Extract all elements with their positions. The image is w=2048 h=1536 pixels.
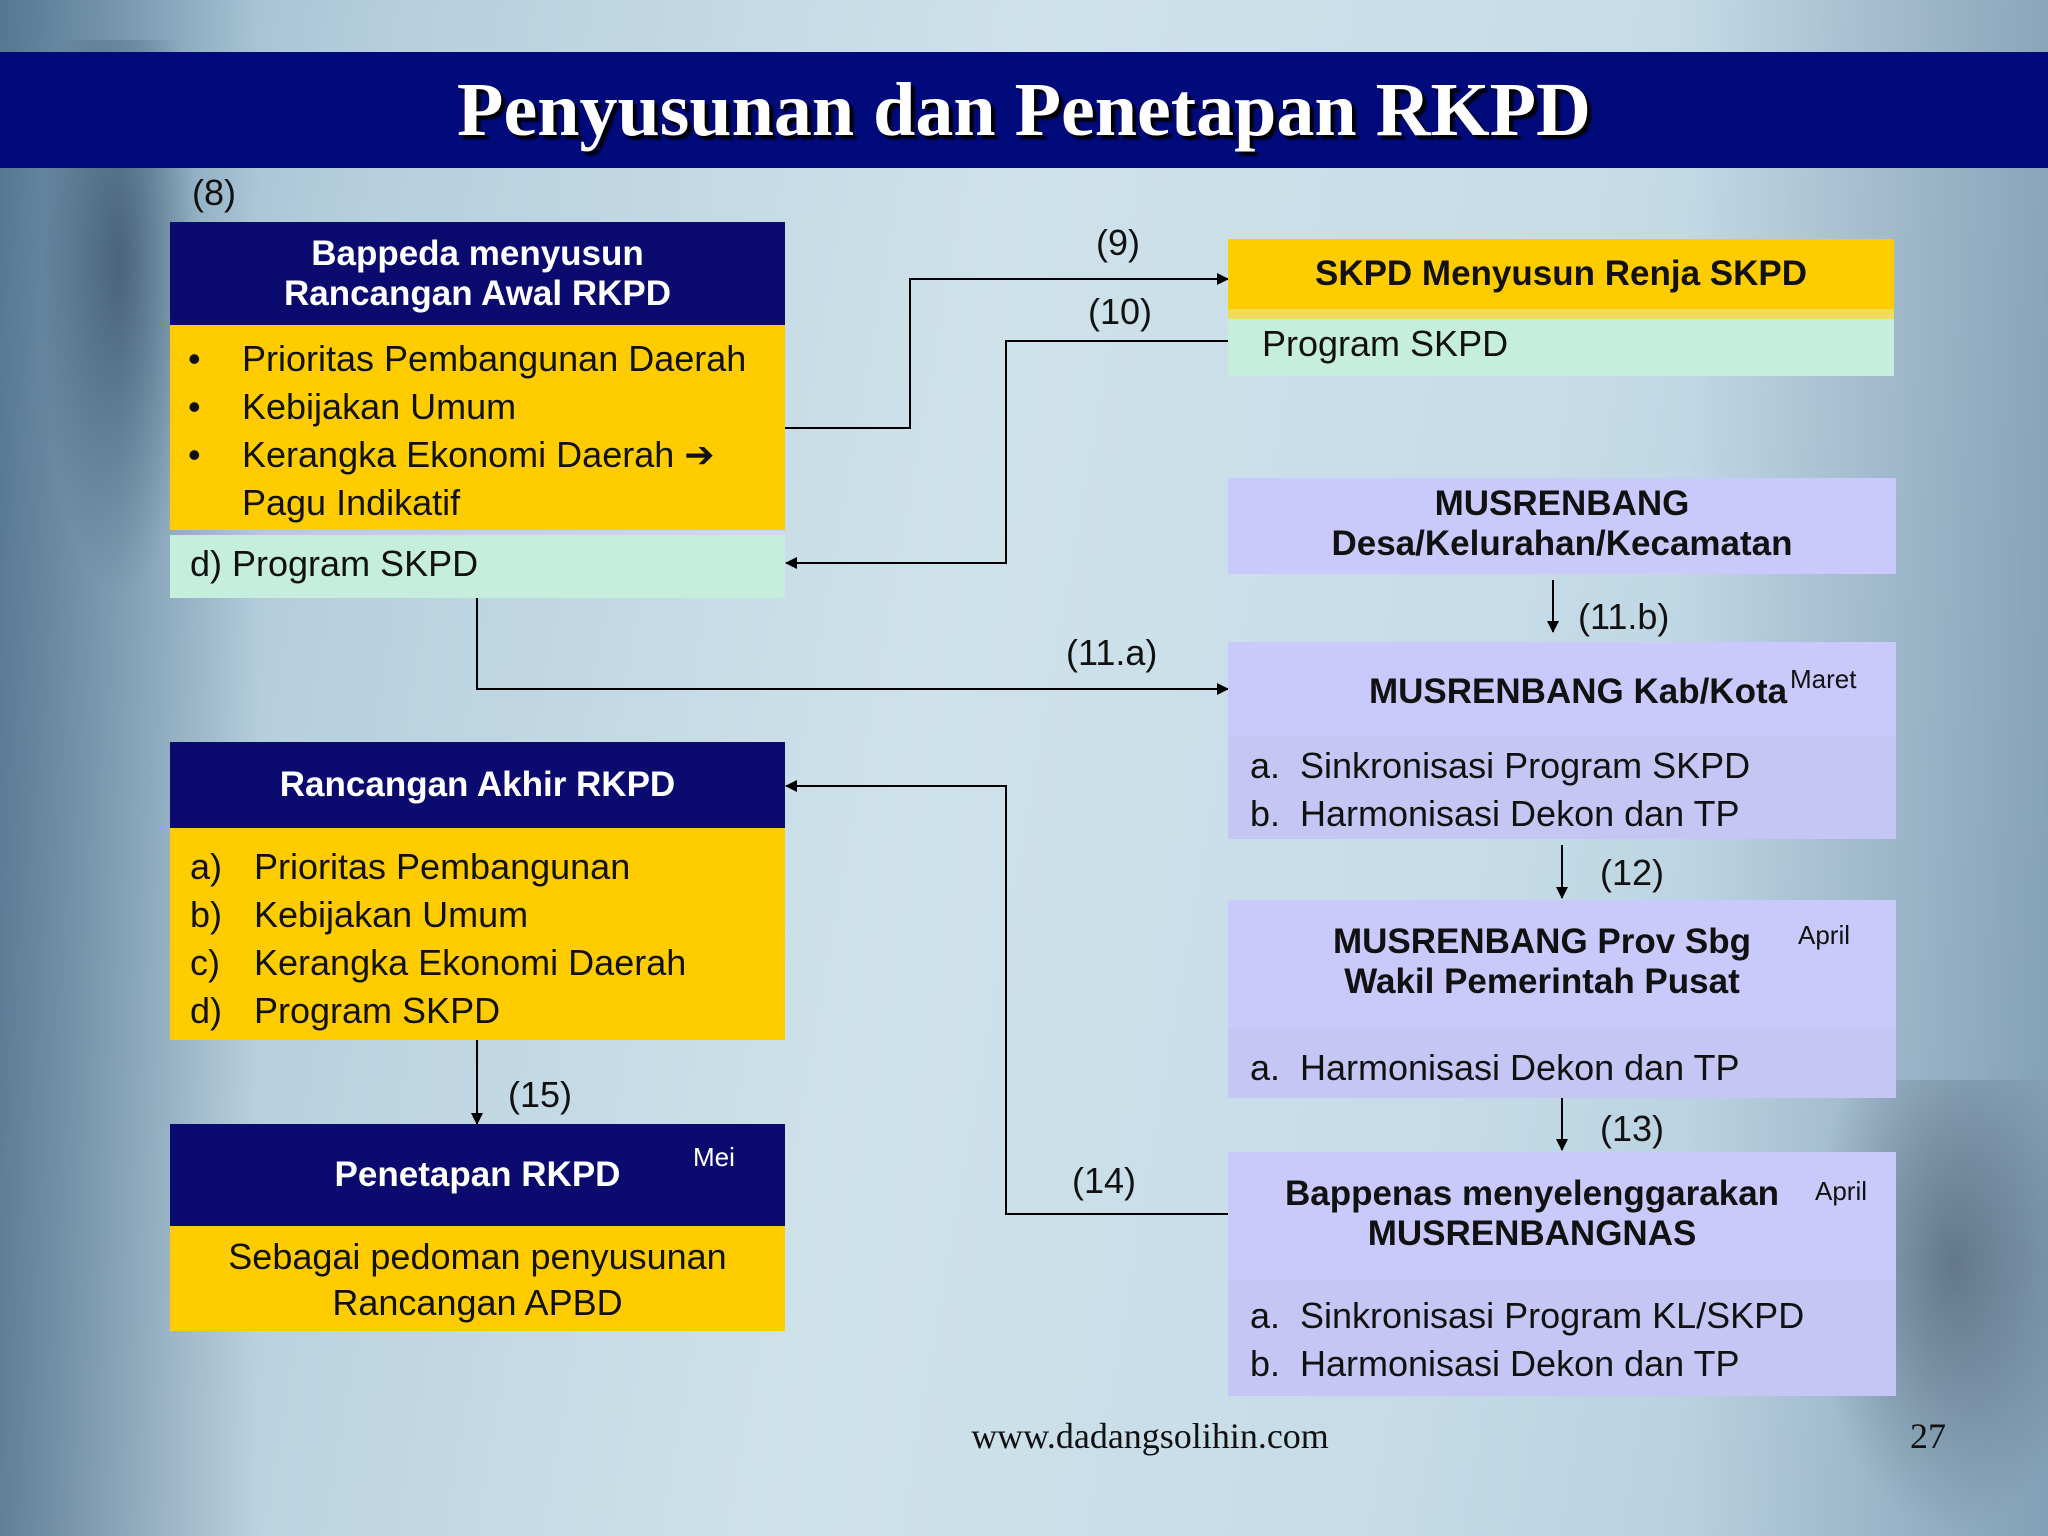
- step-label-15: (15): [508, 1074, 573, 1115]
- musrenbang-kab-content: a.Sinkronisasi Program SKPD b.Harmonisas…: [1228, 736, 1896, 839]
- penetapan-content: Sebagai pedoman penyusunan Rancangan APB…: [170, 1226, 785, 1331]
- bappenas-list: a.Sinkronisasi Program KL/SKPD b.Harmoni…: [1250, 1292, 1896, 1388]
- list-item: c)Kerangka Ekonomi Daerah: [190, 942, 687, 983]
- step-label-10: (10): [1088, 291, 1153, 332]
- skpd-header: SKPD Menyusun Renja SKPD: [1228, 239, 1894, 309]
- bappeda-program: d) Program SKPD: [170, 535, 785, 598]
- list-item: •Prioritas Pembangunan Daerah: [188, 338, 747, 379]
- bappenas-month: April: [1815, 1176, 1868, 1206]
- list-item: b)Kebijakan Umum: [190, 894, 529, 935]
- musrenbang-desa-line1: MUSRENBANG: [1434, 484, 1690, 523]
- skpd-program: Program SKPD: [1228, 319, 1894, 376]
- list-item: a)Prioritas Pembangunan: [190, 846, 631, 887]
- penetapan-month: Mei: [693, 1142, 735, 1172]
- step-label-8: (8): [192, 172, 236, 213]
- rancangan-akhir-content: a)Prioritas Pembangunan b)Kebijakan Umum…: [170, 828, 785, 1040]
- step-label-14: (14): [1072, 1160, 1137, 1201]
- list-item: b.Harmonisasi Dekon dan TP: [1250, 793, 1740, 834]
- bappeda-list: •Prioritas Pembangunan Daerah •Kebijakan…: [188, 335, 785, 527]
- arrow-9: [785, 273, 1229, 429]
- bappeda-title-line1: Bappeda menyusun: [311, 234, 644, 273]
- list-item: Pagu Indikatif: [242, 482, 461, 523]
- step-label-12: (12): [1600, 852, 1665, 893]
- list-item: a.Harmonisasi Dekon dan TP: [1250, 1047, 1740, 1088]
- rancangan-akhir-header: Rancangan Akhir RKPD: [170, 742, 785, 828]
- musrenbang-kab-month: Maret: [1790, 664, 1857, 694]
- list-item: b.Harmonisasi Dekon dan TP: [1250, 1343, 1740, 1384]
- slide-title: Penyusunan dan Penetapan RKPD: [457, 68, 1591, 152]
- bappenas-line1: Bappenas menyelenggarakan: [1284, 1174, 1780, 1213]
- musrenbang-kab-header: MUSRENBANG Kab/Kota: [1228, 642, 1896, 736]
- arrow-11a: [476, 598, 1229, 695]
- list-item: •Kerangka Ekonomi Daerah ➔: [188, 434, 715, 475]
- bappenas-line2: MUSRENBANGNAS: [1367, 1214, 1697, 1253]
- step-label-11a: (11.a): [1066, 632, 1158, 673]
- musrenbang-prov-month: April: [1798, 920, 1851, 950]
- bappenas-header: Bappenas menyelenggarakan MUSRENBANGNAS: [1228, 1152, 1896, 1280]
- musrenbang-desa-line2: Desa/Kelurahan/Kecamatan: [1331, 524, 1793, 563]
- musrenbang-kab-list: a.Sinkronisasi Program SKPD b.Harmonisas…: [1250, 742, 1896, 838]
- musrenbang-prov-line2: Wakil Pemerintah Pusat: [1344, 962, 1740, 1001]
- step-label-11b: (11.b): [1578, 596, 1670, 637]
- list-item: •Kebijakan Umum: [188, 386, 517, 427]
- list-item: a.Sinkronisasi Program SKPD: [1250, 745, 1751, 786]
- bappeda-header: Bappeda menyusun Rancangan Awal RKPD: [170, 222, 785, 325]
- arrow-10: [785, 340, 1228, 569]
- musrenbang-prov-line1: MUSRENBANG Prov Sbg: [1332, 922, 1752, 961]
- penetapan-line2: Rancangan APBD: [332, 1282, 623, 1323]
- bappeda-title-line2: Rancangan Awal RKPD: [283, 274, 672, 313]
- penetapan-header: Penetapan RKPD: [170, 1124, 785, 1226]
- musrenbang-prov-header: MUSRENBANG Prov Sbg Wakil Pemerintah Pus…: [1228, 900, 1896, 1029]
- arrow-14: [785, 780, 1228, 1215]
- step-label-9: (9): [1096, 222, 1140, 263]
- footer-url: www.dadangsolihin.com: [971, 1416, 1329, 1456]
- step-label-13: (13): [1600, 1108, 1665, 1149]
- rancangan-akhir-list: a)Prioritas Pembangunan b)Kebijakan Umum…: [190, 843, 785, 1035]
- bappenas-content: a.Sinkronisasi Program KL/SKPD b.Harmoni…: [1228, 1280, 1896, 1396]
- skpd-divider: [1228, 309, 1894, 319]
- musrenbang-prov-content: a.Harmonisasi Dekon dan TP: [1228, 1029, 1896, 1098]
- musrenbang-desa-box: MUSRENBANG Desa/Kelurahan/Kecamatan: [1228, 478, 1896, 574]
- bappeda-content: •Prioritas Pembangunan Daerah •Kebijakan…: [170, 325, 785, 530]
- musrenbang-prov-list: a.Harmonisasi Dekon dan TP: [1250, 1044, 1896, 1092]
- list-item: d)Program SKPD: [190, 990, 501, 1031]
- page-number: 27: [1910, 1416, 1946, 1456]
- list-item: a.Sinkronisasi Program KL/SKPD: [1250, 1295, 1805, 1336]
- title-bar: [0, 52, 2048, 168]
- penetapan-line1: Sebagai pedoman penyusunan: [228, 1236, 727, 1277]
